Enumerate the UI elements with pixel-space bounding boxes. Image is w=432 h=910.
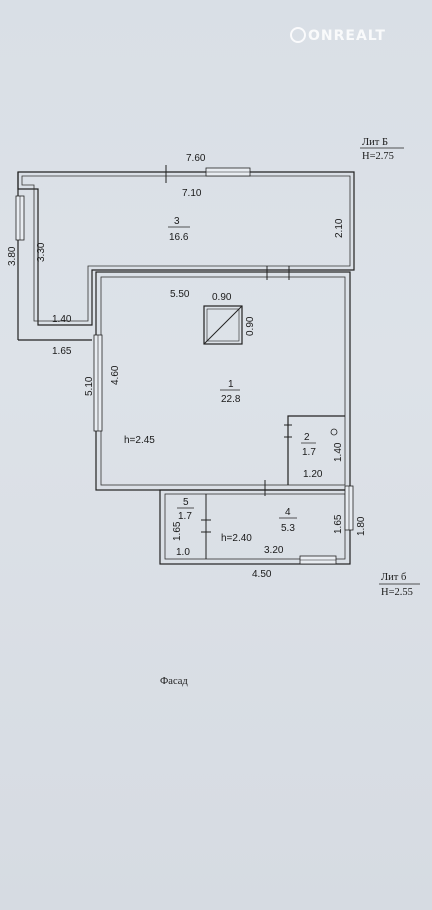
dim-room5-h: 1.65 <box>172 521 183 541</box>
dim-left-inner-room3: 3.30 <box>36 242 47 262</box>
room-3-inner-outline <box>21 175 351 322</box>
dim-chimney-h: 0.90 <box>245 316 256 336</box>
height-lower: h=2.40 <box>221 533 252 544</box>
dim-room1-left-outer: 5.10 <box>84 376 95 396</box>
room-3-number: 3 <box>174 216 180 227</box>
room-2-outline <box>287 415 345 485</box>
lit-b-name: Лит Б <box>362 137 388 148</box>
room-1-area: 22.8 <box>221 394 241 405</box>
dim-room1-top: 5.50 <box>170 289 190 300</box>
room-3-outline <box>17 171 355 326</box>
dim-room4-h: 1.65 <box>333 514 344 534</box>
dim-room2-h: 1.40 <box>333 442 344 462</box>
dim-room1-left-inner: 4.60 <box>110 365 121 385</box>
dim-room5-w: 1.0 <box>176 547 190 558</box>
annex-inner-outline <box>164 493 346 560</box>
room-1-number: 1 <box>228 379 234 390</box>
dim-top-inner: 7.10 <box>182 188 202 199</box>
room-3-area: 16.6 <box>169 232 189 243</box>
dim-ledge-inner: 1.40 <box>52 314 72 325</box>
dim-ledge-outer: 1.65 <box>52 346 72 357</box>
lit-b-lower-height: H=2.55 <box>381 587 413 598</box>
dim-ext-bottom: 4.50 <box>252 569 272 580</box>
dim-room2-w: 1.20 <box>303 469 323 480</box>
watermark-logo-icon <box>290 27 306 43</box>
room-5-area: 1.7 <box>178 511 192 522</box>
dim-ext-right: 1.80 <box>356 516 367 536</box>
chimney <box>203 305 243 345</box>
height-main: h=2.45 <box>124 435 155 446</box>
dim-right-room3: 2.10 <box>334 218 345 238</box>
lit-b-lower-name: Лит б <box>381 572 406 583</box>
dim-room4-w-inner: 3.20 <box>264 545 284 556</box>
room-4-area: 5.3 <box>281 523 295 534</box>
room-2-area: 1.7 <box>302 447 316 458</box>
room-4-number: 4 <box>285 507 291 518</box>
dim-top-outer: 7.60 <box>186 153 206 164</box>
dim-chimney-w: 0.90 <box>212 292 232 303</box>
room-2-fixture-icon <box>330 428 338 436</box>
room-5-number: 5 <box>183 497 189 508</box>
room-2-number: 2 <box>304 432 310 443</box>
facade-label: Фасад <box>160 676 188 687</box>
watermark: ONREALT <box>308 28 386 44</box>
dim-left-outer-room3: 3.80 <box>7 246 18 266</box>
lit-b-height: H=2.75 <box>362 151 394 162</box>
